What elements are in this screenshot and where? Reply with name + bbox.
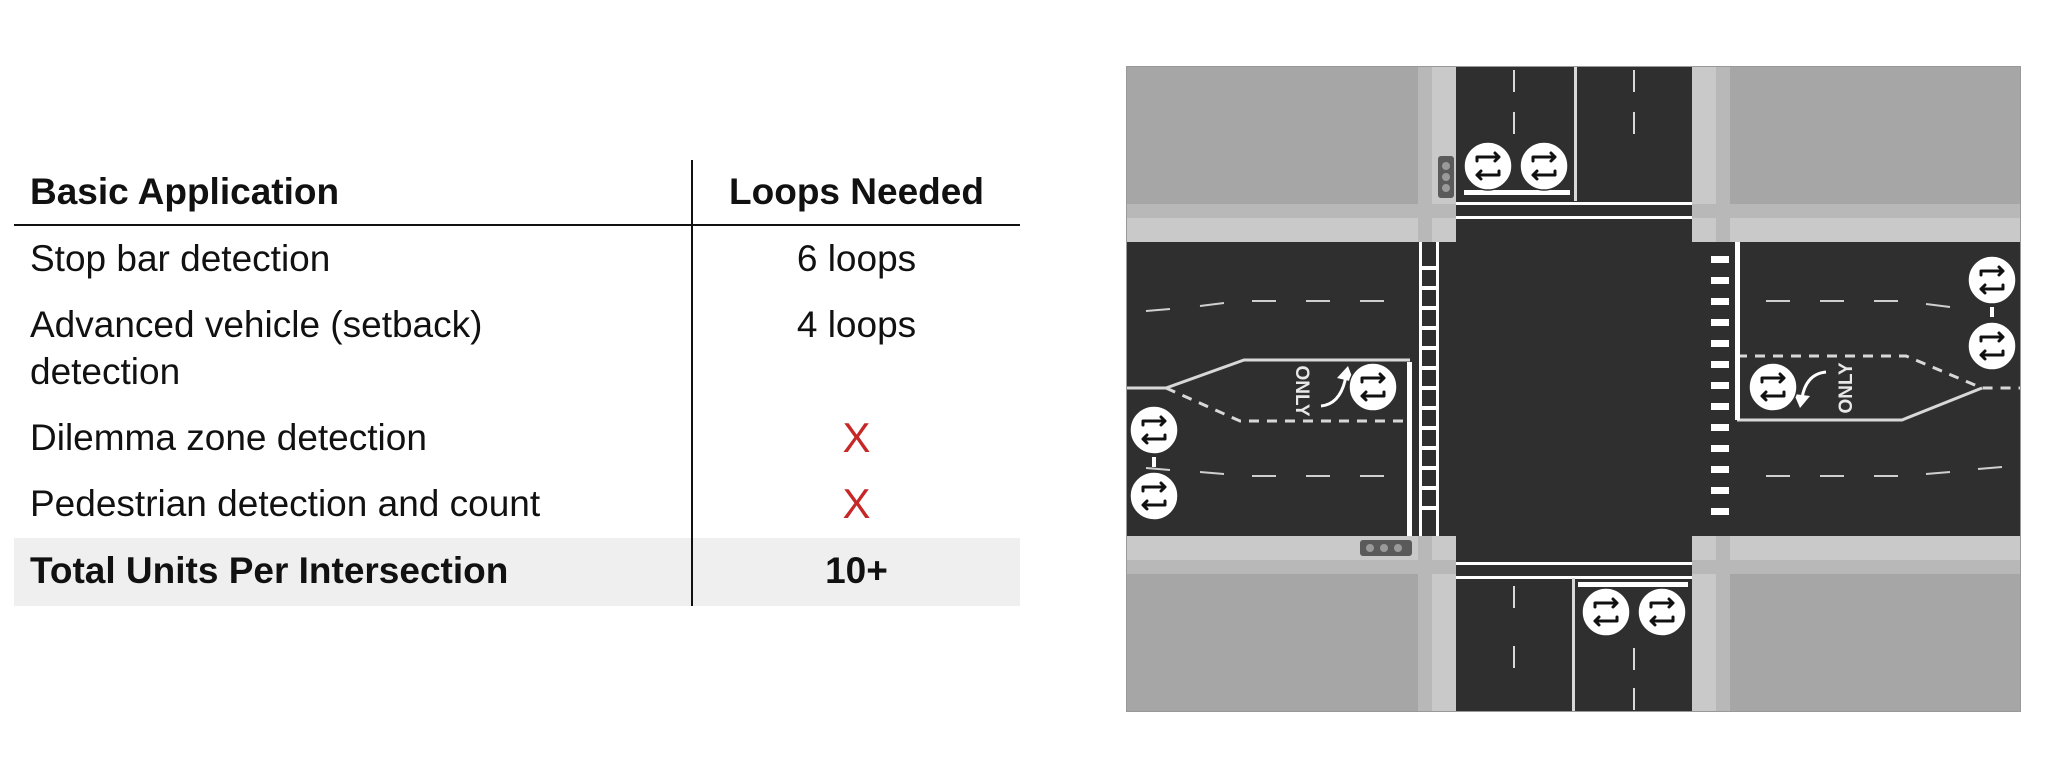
row-loops: 6 loops — [796, 238, 917, 279]
loop-connector — [1152, 457, 1156, 467]
row-loops: 4 loops — [796, 304, 917, 345]
loop-detector-icon — [1966, 320, 2018, 372]
sidewalk-stripes — [1126, 66, 2021, 712]
row-application: Dilemma zone detection — [30, 417, 427, 458]
crosswalk-west — [1419, 242, 1439, 536]
header-underline — [14, 224, 1020, 226]
header-loops: Loops Needed — [729, 171, 984, 212]
lane-dashes — [1513, 70, 1635, 134]
crosswalk-north — [1456, 202, 1692, 219]
stop-bar — [1578, 582, 1688, 587]
traffic-signal-icon — [1360, 540, 1412, 556]
column-divider — [691, 160, 693, 606]
loop-detector-icon — [1462, 140, 1514, 192]
intersection-diagram: ONLY ONLY — [1126, 66, 2021, 712]
row-application: Pedestrian detection and count — [30, 483, 541, 524]
west-median-island — [1126, 358, 1410, 423]
row-application: Advanced vehicle (setback) detection — [30, 304, 483, 392]
lane-dashes — [1145, 300, 1384, 477]
loop-detector-icon — [1347, 361, 1399, 413]
loop-detector-icon — [1518, 140, 1570, 192]
lane-dashes — [1766, 300, 2003, 477]
center-line — [1574, 66, 1577, 201]
only-marking: ONLY — [1836, 362, 1857, 413]
row-loops-x-mark: X — [842, 414, 871, 461]
stop-bar — [1464, 190, 1570, 195]
traffic-signal-icon — [1438, 156, 1454, 198]
total-value: 10+ — [825, 550, 888, 591]
lane-dashes — [1513, 586, 1635, 710]
left-turn-arrow — [1794, 370, 1827, 408]
only-marking: ONLY — [1291, 365, 1312, 416]
crosswalk-south — [1456, 562, 1692, 579]
total-label: Total Units Per Intersection — [30, 550, 509, 591]
loop-detector-icon — [1747, 361, 1799, 413]
loop-detector-icon — [1128, 470, 1180, 522]
loop-detector-icon — [1580, 586, 1632, 638]
row-application: Stop bar detection — [30, 238, 331, 279]
stop-bar — [1735, 242, 1740, 420]
row-loops-x-mark: X — [842, 480, 871, 527]
loops-table: Basic Application Loops Needed Stop bar … — [14, 160, 1020, 606]
crosswalk-east — [1711, 256, 1729, 515]
header-application: Basic Application — [30, 171, 340, 212]
loop-connector — [1990, 307, 1994, 317]
loop-detector-icon — [1966, 254, 2018, 306]
left-turn-arrow — [1320, 366, 1354, 408]
center-line — [1572, 578, 1575, 712]
east-median-island — [1737, 354, 2021, 422]
total-row-background — [14, 538, 1020, 606]
stop-bar — [1407, 362, 1412, 536]
loop-detector-icon — [1636, 586, 1688, 638]
diagram-border — [1126, 66, 2021, 712]
loop-detector-icon — [1128, 404, 1180, 456]
